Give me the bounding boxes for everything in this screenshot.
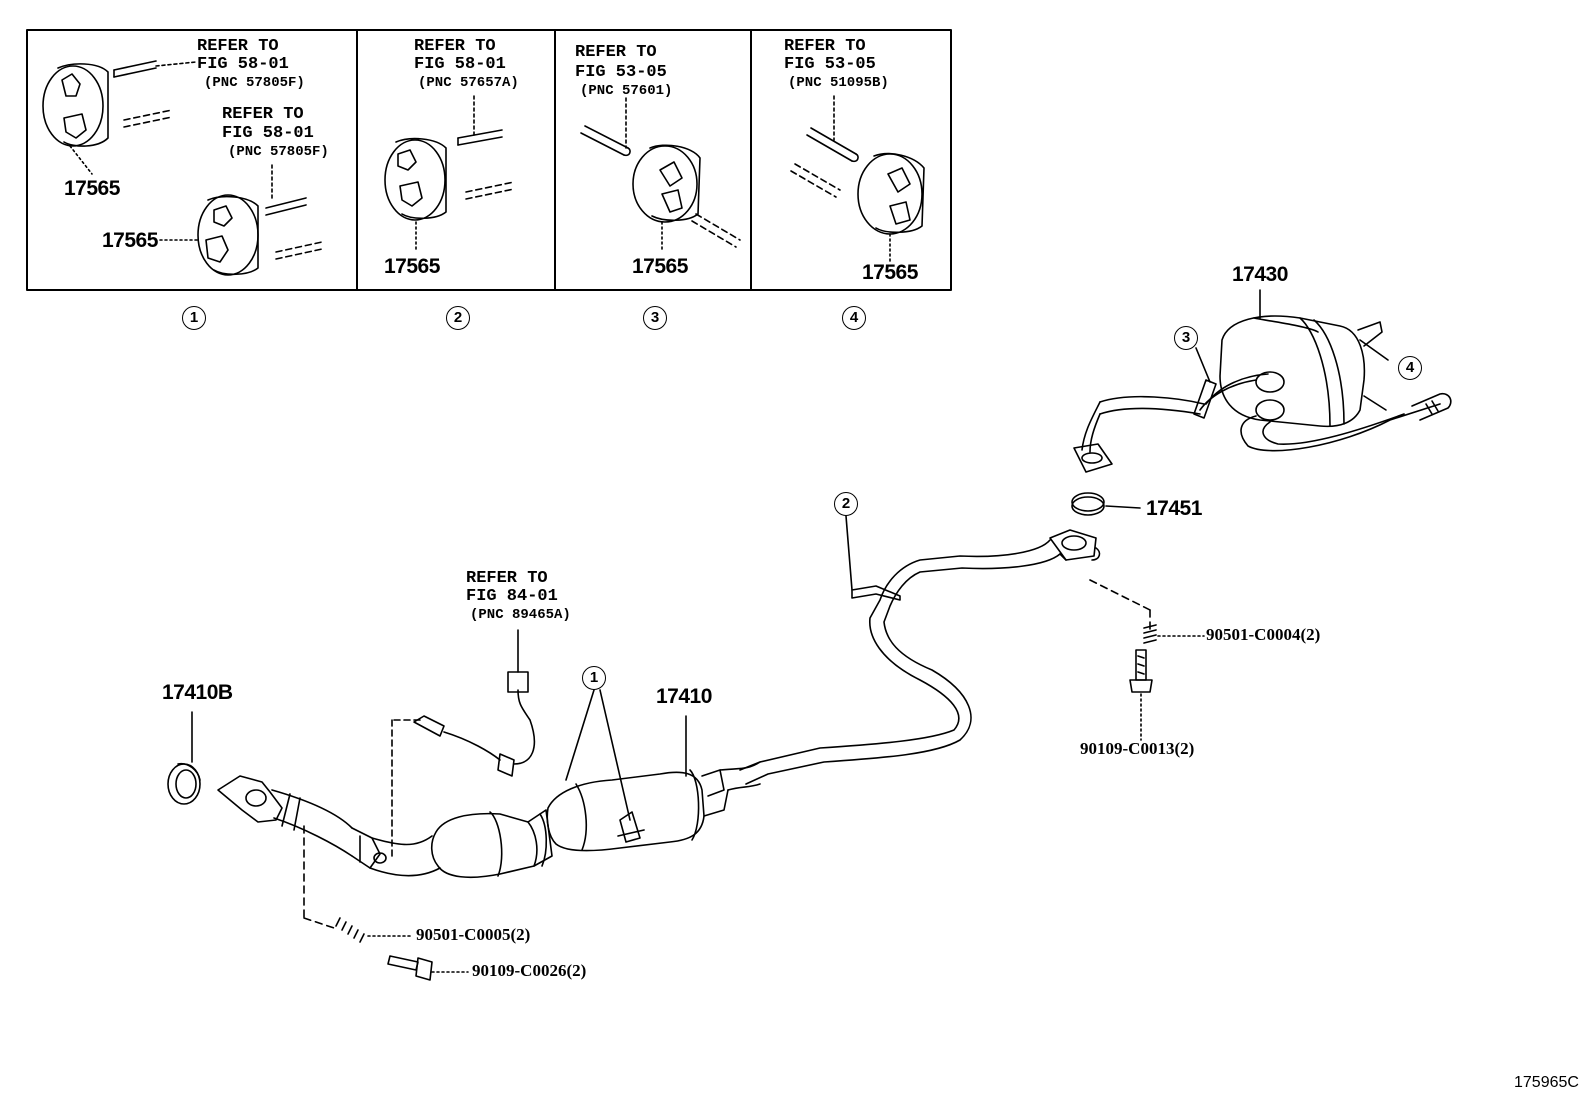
hanger-2 (384, 137, 447, 251)
sensor-ref-line2: FIG 84-01 (466, 587, 558, 606)
panel2-ref-line1: REFER TO (414, 37, 496, 56)
panel2-part: 17565 (384, 255, 440, 278)
inset-frame (26, 29, 952, 291)
spring-90501-c0004 (1143, 624, 1157, 644)
panel4-number: 4 (842, 306, 866, 330)
hanger-4 (857, 152, 925, 263)
rod-2-dashed (465, 181, 515, 200)
part-90109-c0013: 90109-C0013(2) (1080, 739, 1195, 758)
rod-3-dashed (691, 213, 741, 248)
part-17410: 17410 (656, 685, 712, 708)
rod-1a-solid (113, 60, 197, 78)
leader-c1-main-a (565, 689, 595, 781)
gasket-17410b (167, 762, 201, 805)
hanger-1a (42, 63, 109, 175)
panel3-number: 3 (643, 306, 667, 330)
panel2-ref-line2: FIG 58-01 (414, 55, 506, 74)
panel3-part: 17565 (632, 255, 688, 278)
panel1-ref1-line1: REFER TO (197, 37, 279, 56)
part-17410b: 17410B (162, 681, 233, 704)
part-17430: 17430 (1232, 263, 1288, 286)
clip-c3-main (1193, 379, 1217, 419)
panel1-ref1-pnc: (PNC 57805F) (204, 75, 305, 91)
panel1-ref1-line2: FIG 58-01 (197, 55, 289, 74)
panel3-ref-line2: FIG 53-05 (575, 63, 667, 82)
part-90501-c0005: 90501-C0005(2) (416, 925, 531, 944)
panel3-ref-pnc: (PNC 57601) (580, 83, 673, 99)
sensor-ref-pnc: (PNC 89465A) (470, 607, 571, 623)
callout-3-main: 3 (1174, 326, 1198, 350)
callout-1-main: 1 (582, 666, 606, 690)
panel4-ref-line1: REFER TO (784, 37, 866, 56)
callout-2-main: 2 (834, 492, 858, 516)
front-pipe-17410 (217, 761, 761, 879)
panel1-ref2-line2: FIG 58-01 (222, 124, 314, 143)
bolt-90109-c0026 (387, 955, 433, 981)
panel3-ref-line1: REFER TO (575, 43, 657, 62)
sensor-ref-line1: REFER TO (466, 569, 548, 588)
leader-c1-main-b (599, 689, 631, 821)
hanger-3 (632, 144, 701, 253)
leader-c3-main (1195, 347, 1211, 383)
rod-4-dashed (790, 163, 841, 198)
panel1-part-a: 17565 (64, 177, 120, 200)
rod-2-solid (457, 95, 503, 146)
panel1-part-b: 17565 (102, 229, 158, 252)
rod-1b-dashed (275, 241, 323, 260)
leader-c4-main (1359, 339, 1389, 361)
dash-left-2 (303, 917, 335, 929)
part-90109-c0026: 90109-C0026(2) (472, 961, 587, 980)
rod-4-solid (806, 95, 859, 163)
panel4-part: 17565 (862, 261, 918, 284)
panel2-ref-pnc: (PNC 57657A) (418, 75, 519, 91)
panel1-ref2-pnc: (PNC 57805F) (228, 144, 329, 160)
hanger-1b (159, 194, 259, 276)
o2-sensor (391, 629, 536, 857)
clip-c2-main (851, 585, 901, 601)
illustration-code: 175965C (1514, 1074, 1579, 1091)
spring-90501-c0005 (335, 917, 365, 943)
dash-right-1 (1089, 579, 1151, 611)
panel1-number: 1 (182, 306, 206, 330)
panel1-ref2-line1: REFER TO (222, 105, 304, 124)
muffler-17430 (1073, 315, 1452, 473)
rod-3-solid (580, 97, 631, 157)
panel2-number: 2 (446, 306, 470, 330)
panel4-ref-pnc: (PNC 51095B) (788, 75, 889, 91)
part-90501-c0004: 90501-C0004(2) (1206, 625, 1321, 644)
part-17451: 17451 (1146, 497, 1202, 520)
rod-1b-solid (265, 164, 307, 216)
bolt-90109-c0013 (1129, 649, 1153, 693)
panel4-ref-line2: FIG 53-05 (784, 55, 876, 74)
leader-c2-main (845, 515, 853, 591)
rod-1a-dashed (123, 109, 173, 128)
gasket-17451 (1071, 492, 1105, 516)
center-pipe (739, 529, 1101, 785)
callout-4-main: 4 (1398, 356, 1422, 380)
leader-17451 (1105, 505, 1141, 509)
